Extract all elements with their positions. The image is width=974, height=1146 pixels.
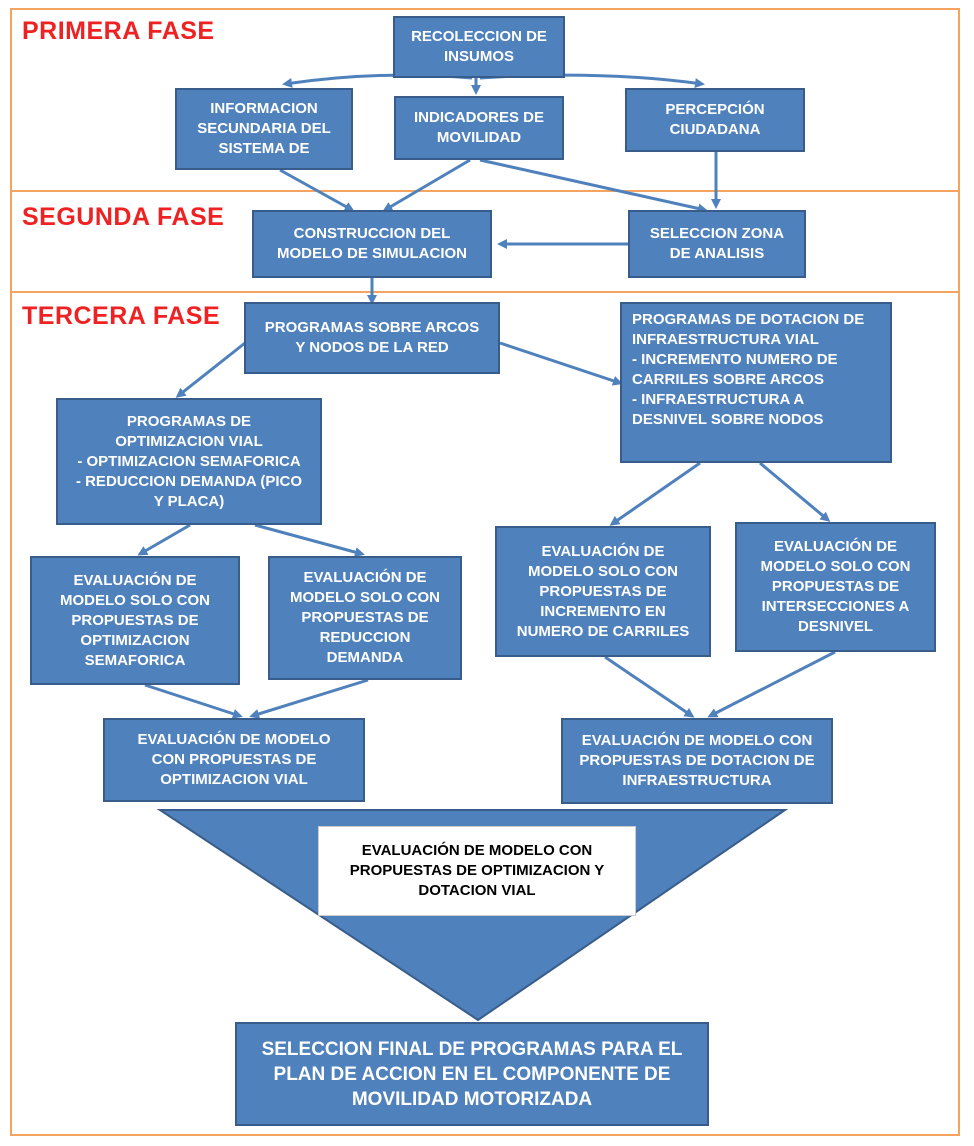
arrow-indic-selec	[479, 158, 708, 214]
arrow-dotac-eval-carr	[609, 461, 701, 526]
arrow-carr-evaldot	[604, 655, 695, 718]
node-eval-reduccion: EVALUACIÓN DE MODELO SOLO CON PROPUESTAS…	[268, 556, 462, 680]
node-informacion-secundaria: INFORMACION SECUNDARIA DEL SISTEMA DE	[175, 88, 353, 170]
arrow-optim-eval-red	[254, 523, 365, 557]
phase-3-frame	[10, 291, 960, 1136]
node-eval-carriles: EVALUACIÓN DE MODELO SOLO CON PROPUESTAS…	[495, 526, 711, 657]
node-seleccion-final: SELECCION FINAL DE PROGRAMAS PARA EL PLA…	[235, 1022, 709, 1126]
arrow-prog-optim	[175, 341, 246, 398]
node-indicadores-movilidad: INDICADORES DE MOVILIDAD	[394, 96, 564, 160]
node-programas-arcos-nodos: PROGRAMAS SOBRE ARCOS Y NODOS DE LA RED	[244, 302, 500, 374]
arrow-dotac-eval-desn	[759, 461, 831, 522]
node-eval-desnivel: EVALUACIÓN DE MODELO SOLO CON PROPUESTAS…	[735, 522, 936, 652]
arrow-info-constr	[279, 168, 355, 212]
node-percepcion-ciudadana: PERCEPCIÓN CIUDADANA	[625, 88, 805, 152]
node-eval-combinada: EVALUACIÓN DE MODELO CON PROPUESTAS DE O…	[318, 826, 636, 916]
node-eval-optimizacion-vial: EVALUACIÓN DE MODELO CON PROPUESTAS DE O…	[103, 718, 365, 802]
node-construccion-modelo: CONSTRUCCION DEL MODELO DE SIMULACION	[252, 210, 492, 278]
node-eval-semaforica: EVALUACIÓN DE MODELO SOLO CON PROPUESTAS…	[30, 556, 240, 685]
node-programas-optimizacion: PROGRAMAS DE OPTIMIZACION VIAL - OPTIMIZ…	[56, 398, 322, 525]
arrow-sem-evalvial	[144, 683, 243, 719]
arrow-desn-evaldot	[707, 650, 836, 718]
arrow-indic-constr	[382, 158, 471, 212]
arrow-prog-dotac	[499, 341, 623, 386]
node-recoleccion-insumos: RECOLECCION DE INSUMOS	[393, 16, 565, 78]
node-seleccion-zona: SELECCION ZONA DE ANALISIS	[628, 210, 806, 278]
phase-1-title: PRIMERA FASE	[22, 17, 215, 45]
arrow-red-evalvial	[249, 678, 369, 719]
node-programas-dotacion: PROGRAMAS DE DOTACION DE INFRAESTRUCTURA…	[620, 302, 892, 463]
phase-2-title: SEGUNDA FASE	[22, 203, 225, 231]
arrow-optim-eval-sem	[137, 523, 191, 556]
phase-3-title: TERCERA FASE	[22, 302, 221, 330]
node-eval-dotacion: EVALUACIÓN DE MODELO CON PROPUESTAS DE D…	[561, 718, 833, 804]
